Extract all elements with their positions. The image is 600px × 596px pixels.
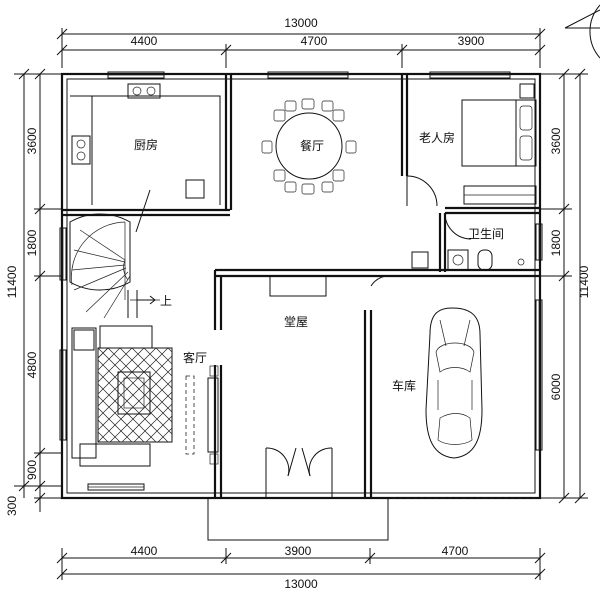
dim-left-seg-3: 4800 xyxy=(25,351,39,378)
room-label-dining: 餐厅 xyxy=(300,138,324,153)
hall: 堂屋 xyxy=(265,275,394,498)
door-swing xyxy=(370,275,394,287)
dim-bottom-total: 13000 xyxy=(284,577,318,591)
coffee-table-icon xyxy=(117,371,151,415)
dim-top-seg-1: 4400 xyxy=(131,34,158,48)
dimension-left: 11400 3600 1800 4800 900 300 xyxy=(5,68,62,516)
sofa-icon xyxy=(79,443,151,467)
dim-left-seg-2: 1800 xyxy=(25,229,39,256)
room-label-hall: 堂屋 xyxy=(284,315,308,329)
dim-right-seg-3: 6000 xyxy=(549,373,563,400)
elder-bedroom: 老人房 xyxy=(406,83,537,207)
dim-bottom-seg-1: 4400 xyxy=(131,544,158,558)
door-swing xyxy=(406,175,438,207)
dim-right-seg-2: 1800 xyxy=(549,229,563,256)
dim-right-total: 11400 xyxy=(577,265,591,298)
carpet-icon xyxy=(97,347,173,443)
dim-right-seg-1: 3600 xyxy=(549,127,563,154)
dim-top-total: 13000 xyxy=(284,16,318,30)
sofa-icon xyxy=(71,327,97,459)
dim-left-total: 11400 xyxy=(5,265,19,298)
tv-cabinet-icon xyxy=(207,377,219,453)
fridge-icon xyxy=(185,179,205,199)
dimension-right: 3600 1800 6000 11400 xyxy=(540,68,591,504)
kitchen: 厨房 xyxy=(70,83,221,205)
living-room: 客厅 xyxy=(71,325,219,467)
stove-icon xyxy=(71,135,91,165)
sink-icon xyxy=(127,83,161,99)
altar-table-icon xyxy=(269,275,327,297)
dim-top-seg-3: 3900 xyxy=(458,34,485,48)
dim-top-seg-2: 4700 xyxy=(301,34,328,48)
nightstand-icon xyxy=(519,83,535,99)
north-arrow-icon xyxy=(564,4,600,59)
dim-left-seg-1: 3600 xyxy=(25,127,39,154)
spiral-stair: 上 xyxy=(69,189,172,319)
car-icon xyxy=(425,307,483,459)
dimension-bottom: 4400 3900 4700 13000 xyxy=(56,544,546,591)
room-label-living: 客厅 xyxy=(183,350,207,365)
dim-left-seg-4: 900 xyxy=(25,460,39,480)
room-label-bathroom: 卫生间 xyxy=(468,227,504,241)
chair-icons xyxy=(261,98,357,195)
windows xyxy=(59,71,543,491)
room-label-garage: 车库 xyxy=(392,378,416,393)
toilet-icon xyxy=(477,249,493,271)
dim-left-seg-5: 300 xyxy=(5,496,19,516)
room-label-elder-bedroom: 老人房 xyxy=(419,130,455,145)
dim-bottom-seg-2: 3900 xyxy=(285,544,312,558)
room-label-kitchen: 厨房 xyxy=(134,137,158,152)
exterior-walls xyxy=(60,72,542,500)
basin-icon xyxy=(447,249,469,271)
entrance-doors xyxy=(265,447,333,498)
bathroom: 卫生间 xyxy=(411,212,525,271)
dim-bottom-seg-3: 4700 xyxy=(442,544,469,558)
porch xyxy=(207,498,389,541)
dimension-top: 13000 4400 4700 3900 xyxy=(56,16,546,68)
garage: 车库 xyxy=(392,307,536,499)
dining: 餐厅 xyxy=(261,98,357,195)
stair-up-label: 上 xyxy=(160,294,172,308)
bed-icon xyxy=(461,99,537,167)
round-table-icon xyxy=(275,112,343,180)
